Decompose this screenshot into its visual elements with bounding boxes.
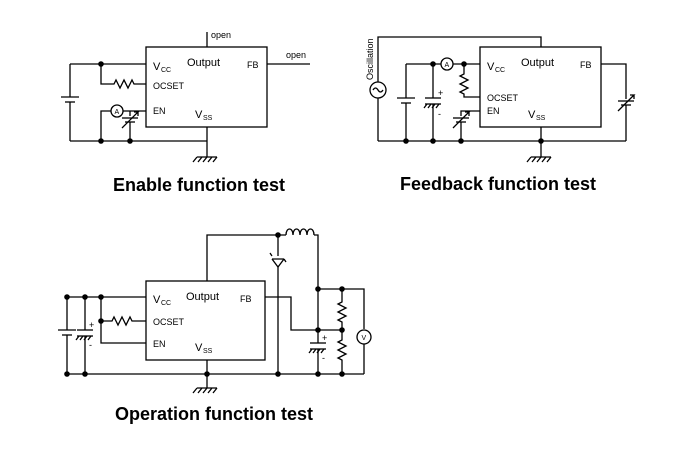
operation-voltmeter-label: V bbox=[362, 335, 367, 342]
feedback-pin-vss: V bbox=[528, 109, 536, 121]
feedback-ocset-resistor bbox=[458, 64, 480, 98]
operation-pin-fb: FB bbox=[240, 294, 252, 304]
operation-test-title: Operation function test bbox=[115, 404, 313, 424]
operation-divider-lower bbox=[336, 330, 348, 374]
operation-test-circuit: V CC Output FB OCSET EN V SS + - bbox=[58, 228, 372, 394]
feedback-pin-vcc: V bbox=[487, 61, 495, 73]
operation-cap-plus: + bbox=[89, 320, 94, 330]
feedback-ground-symbol bbox=[526, 156, 552, 163]
enable-open-right-label: open bbox=[286, 50, 306, 60]
enable-pin-vss-sub: SS bbox=[203, 115, 213, 122]
enable-pin-ocset: OCSET bbox=[153, 81, 185, 91]
operation-fb-line bbox=[265, 296, 318, 331]
enable-open-top-label: open bbox=[211, 30, 231, 40]
operation-inductor bbox=[285, 228, 315, 236]
operation-ocset-resistor bbox=[100, 297, 146, 327]
feedback-test-circuit: V CC Output FB OCSET EN V SS Oscillation… bbox=[365, 36, 636, 163]
operation-pin-output: Output bbox=[186, 291, 219, 303]
enable-pin-en: EN bbox=[153, 106, 166, 116]
enable-ammeter-label: A bbox=[115, 109, 120, 116]
feedback-pin-vss-sub: SS bbox=[536, 115, 546, 122]
feedback-pin-fb: FB bbox=[580, 60, 592, 70]
operation-pin-vcc-sub: CC bbox=[161, 300, 171, 307]
feedback-pin-en: EN bbox=[487, 106, 500, 116]
enable-test-circuit: V CC Output FB OCSET EN V SS open open bbox=[61, 30, 310, 163]
operation-diode bbox=[271, 258, 285, 269]
enable-pin-output: Output bbox=[187, 57, 220, 69]
operation-pin-vss-sub: SS bbox=[203, 348, 213, 355]
operation-cap2-plus: + bbox=[322, 333, 327, 343]
enable-ic-box bbox=[145, 46, 268, 128]
feedback-ic-box bbox=[479, 46, 602, 128]
enable-pin-vss: V bbox=[195, 109, 203, 121]
enable-pin-vcc-sub: CC bbox=[161, 67, 171, 74]
feedback-cap-minus: - bbox=[438, 109, 441, 119]
feedback-cap-plus: + bbox=[438, 88, 443, 98]
feedback-pin-output: Output bbox=[521, 57, 554, 69]
enable-ocset-resistor bbox=[100, 64, 146, 90]
operation-divider-upper bbox=[336, 289, 348, 330]
operation-pin-vcc: V bbox=[153, 294, 161, 306]
operation-output-line bbox=[206, 234, 286, 281]
operation-cap2-minus: - bbox=[322, 353, 325, 363]
enable-ground-symbol bbox=[192, 156, 218, 163]
feedback-ammeter-label: A bbox=[445, 62, 450, 69]
enable-pin-fb: FB bbox=[247, 60, 259, 70]
feedback-oscillation-loop bbox=[377, 36, 542, 82]
enable-test-title: Enable function test bbox=[113, 175, 285, 195]
feedback-pin-vcc-sub: CC bbox=[495, 67, 505, 74]
feedback-oscillation-label: Oscillation bbox=[365, 38, 375, 80]
enable-pin-vcc: V bbox=[153, 61, 161, 73]
operation-cap-minus: - bbox=[89, 340, 92, 350]
feedback-test-title: Feedback function test bbox=[400, 174, 596, 194]
operation-pin-en: EN bbox=[153, 339, 166, 349]
operation-pin-ocset: OCSET bbox=[153, 317, 185, 327]
feedback-pin-ocset: OCSET bbox=[487, 93, 519, 103]
operation-pin-vss: V bbox=[195, 342, 203, 354]
operation-ground-symbol bbox=[192, 387, 218, 394]
